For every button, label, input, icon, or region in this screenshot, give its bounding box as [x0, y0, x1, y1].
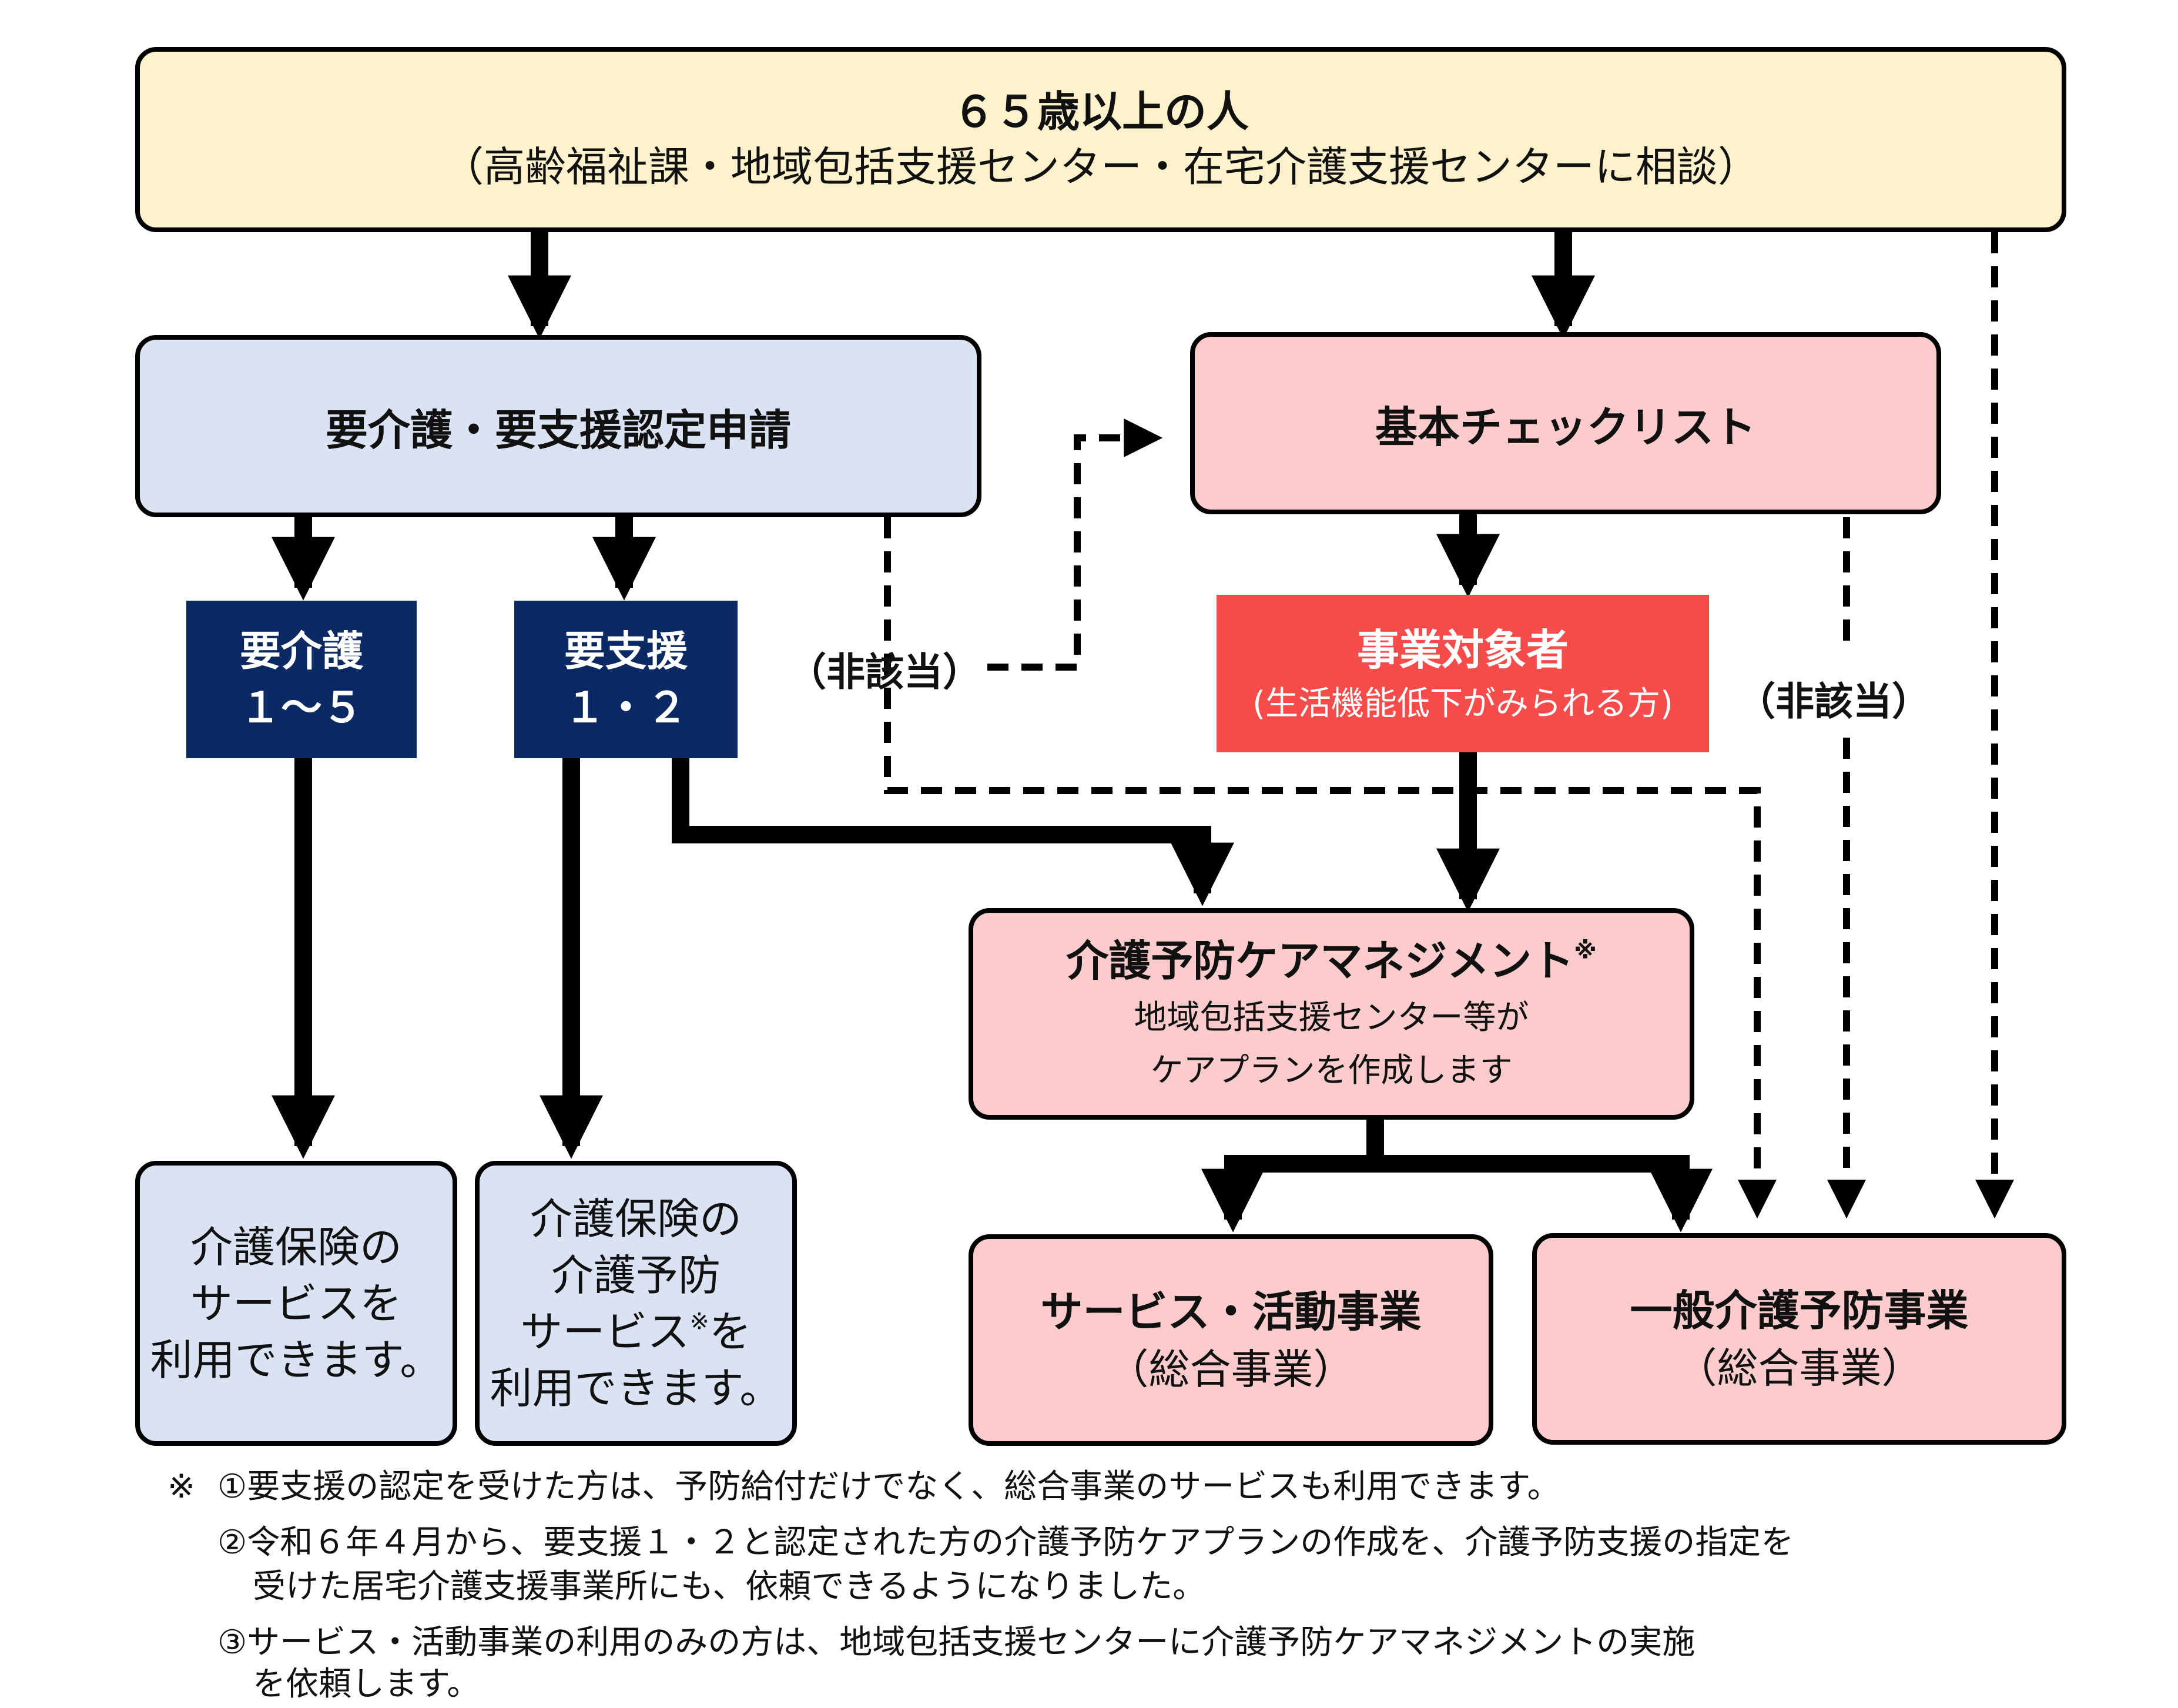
prevention-service-line1: 介護保険の: [530, 1194, 742, 1244]
care-level-box: 要介護 １～５: [186, 601, 417, 758]
not-applicable-left-label: （非該当）: [788, 649, 981, 695]
service-activity-box: サービス・活動事業 （総合事業）: [969, 1234, 1493, 1446]
arrow-management-to-service-activity: [1201, 1120, 1384, 1233]
prevention-service-line2: 介護予防: [551, 1250, 721, 1300]
application-box: 要介護・要支援認定申請: [135, 335, 981, 517]
prevention-service-line3: サービス※を: [520, 1304, 751, 1360]
target-person-box: 事業対象者 (生活機能低下がみられる方): [1217, 595, 1709, 752]
checklist-label: 基本チェックリスト: [1375, 402, 1756, 452]
support-level-line1: 要支援: [564, 627, 688, 675]
target-title: 事業対象者: [1356, 625, 1569, 675]
top-subtitle: （高齢福祉課・地域包括支援センター・在宅介護支援センターに相談）: [443, 142, 1759, 191]
top-box-elderly: ６５歳以上の人 （高齢福祉課・地域包括支援センター・在宅介護支援センターに相談）: [135, 47, 2066, 232]
note-1: ①要支援の認定を受けた方は、予防給付だけでなく、総合事業のサービスも利用できます…: [217, 1468, 1560, 1506]
support-level-box: 要支援 １・２: [514, 601, 738, 758]
management-line1: 地域包括支援センター等が: [1134, 999, 1529, 1037]
general-prevention-box: 一般介護予防事業 （総合事業）: [1532, 1233, 2066, 1445]
prevention-service-note-mark: ※: [689, 1307, 709, 1335]
top-title: ６５歳以上の人: [952, 86, 1249, 136]
general-prevention-title: 一般介護予防事業: [1630, 1286, 1969, 1335]
care-service-box: 介護保険の サービスを 利用できます。: [135, 1161, 457, 1446]
checklist-box: 基本チェックリスト: [1190, 332, 1941, 514]
prevention-service-line3a: サービス: [520, 1307, 690, 1357]
service-activity-subtitle: （総合事業）: [1107, 1345, 1355, 1394]
care-service-line2: サービスを: [190, 1278, 402, 1328]
dashed-nonapplicable-to-checklist: [987, 418, 1163, 671]
management-title: 介護予防ケアマネジメント※: [1066, 930, 1597, 992]
management-note-mark: ※: [1574, 937, 1597, 964]
note-2-line2: 受けた居宅介護支援事業所にも、依頼できるようになりました。: [253, 1568, 1206, 1606]
notes-mark: ※: [167, 1468, 195, 1506]
prevention-service-line4: 利用できます。: [490, 1363, 782, 1413]
application-label: 要介護・要支援認定申請: [325, 405, 791, 455]
care-service-line1: 介護保険の: [190, 1222, 402, 1272]
care-level-line2: １～５: [240, 684, 363, 732]
care-service-line3: 利用できます。: [150, 1335, 443, 1385]
service-activity-title: サービス・活動事業: [1040, 1287, 1422, 1337]
support-level-line2: １・２: [564, 684, 688, 732]
care-level-line1: 要介護: [240, 627, 363, 675]
general-prevention-subtitle: （総合事業）: [1676, 1344, 1923, 1392]
arrow-support-to-management: [672, 758, 1234, 906]
target-subtitle: (生活機能低下がみられる方): [1252, 685, 1673, 723]
note-3-line1: ③サービス・活動事業の利用のみの方は、地域包括支援センターに介護予防ケアマネジメ…: [217, 1623, 1696, 1662]
prevention-service-line3b: を: [709, 1307, 752, 1357]
not-applicable-right-label: （非該当）: [1737, 679, 1931, 724]
note-3-line2: を依頼します。: [253, 1665, 480, 1703]
arrow-management-to-general: [1375, 1155, 1713, 1233]
care-management-box: 介護予防ケアマネジメント※ 地域包括支援センター等が ケアプランを作成します: [969, 908, 1694, 1120]
note-2-line1: ②令和６年４月から、要支援１・２と認定された方の介護予防ケアプランの作成を、介護…: [217, 1523, 1794, 1562]
management-title-text: 介護予防ケアマネジメント: [1066, 936, 1574, 986]
dashed-application-to-general: [884, 517, 1777, 1219]
management-line2: ケアプランを作成します: [1150, 1051, 1513, 1090]
prevention-service-box: 介護保険の 介護予防 サービス※を 利用できます。: [475, 1161, 797, 1446]
